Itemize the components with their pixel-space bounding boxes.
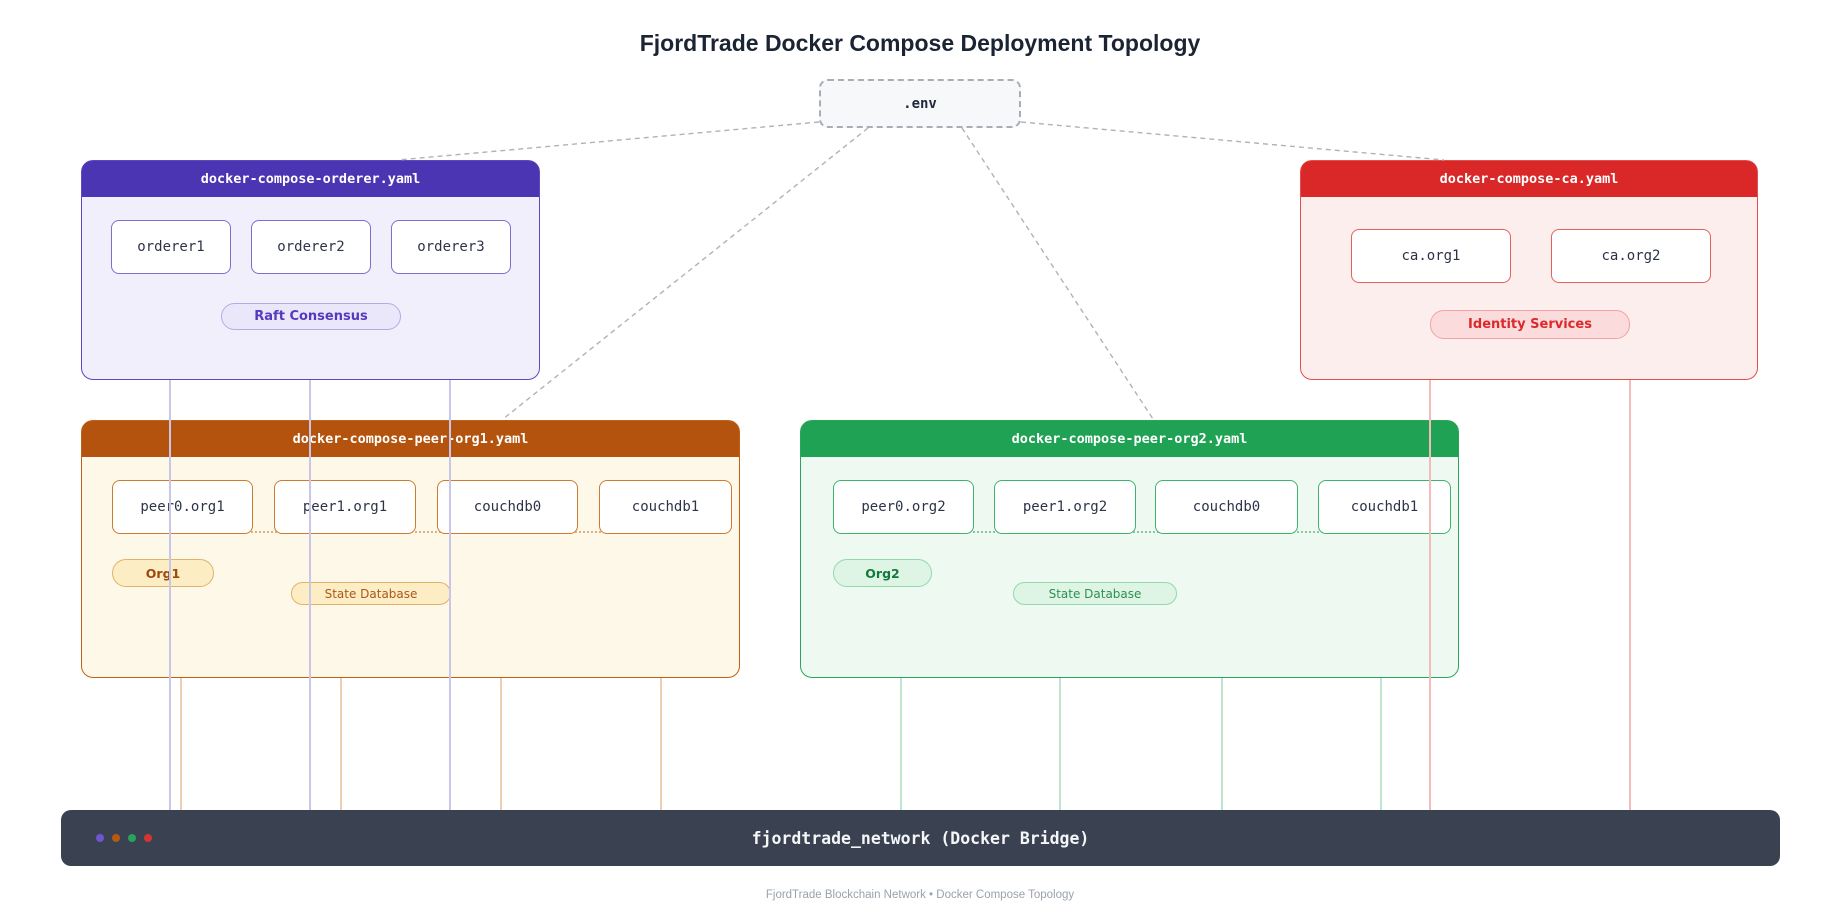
compose-header-ca: docker-compose-ca.yaml: [1301, 161, 1757, 197]
service-node-couchdb1-org2: couchdb1: [1318, 480, 1451, 534]
service-node-ca-org1: ca.org1: [1351, 229, 1511, 283]
network-dot: [144, 834, 152, 842]
network-dot: [128, 834, 136, 842]
docker-network-bar: fjordtrade_network (Docker Bridge): [61, 810, 1780, 866]
service-node-ca-org2: ca.org2: [1551, 229, 1711, 283]
compose-header-peer-org2: docker-compose-peer-org2.yaml: [801, 421, 1458, 457]
badge-state-database-org2: State Database: [1013, 582, 1177, 605]
service-node-couchdb0-org1: couchdb0: [437, 480, 578, 534]
peer-couchdb-link-org1: [182, 531, 665, 533]
compose-box-ca: docker-compose-ca.yaml ca.org1 ca.org2 I…: [1300, 160, 1758, 380]
network-label: fjordtrade_network (Docker Bridge): [751, 828, 1090, 848]
page-title: FjordTrade Docker Compose Deployment Top…: [639, 30, 1201, 56]
network-dots: [96, 834, 152, 842]
network-dot: [96, 834, 104, 842]
badge-identity-services: Identity Services: [1430, 310, 1630, 339]
env-edge-orderer: [397, 121, 820, 161]
footer-caption: FjordTrade Blockchain Network • Docker C…: [765, 889, 1075, 901]
env-file-node: .env: [819, 79, 1021, 128]
compose-box-peer-org1: docker-compose-peer-org1.yaml peer0.org1…: [81, 420, 740, 678]
env-edge-ca: [1020, 121, 1445, 161]
badge-org1: Org1: [112, 559, 214, 587]
service-node-peer1-org2: peer1.org2: [994, 480, 1136, 534]
service-node-couchdb1-org1: couchdb1: [599, 480, 732, 534]
compose-box-peer-org2: docker-compose-peer-org2.yaml peer0.org2…: [800, 420, 1459, 678]
service-node-orderer3: orderer3: [391, 220, 511, 274]
env-file-label: .env: [903, 95, 937, 112]
badge-org2: Org2: [833, 559, 932, 587]
service-node-peer0-org2: peer0.org2: [833, 480, 974, 534]
compose-header-peer-org1: docker-compose-peer-org1.yaml: [82, 421, 739, 457]
network-dot: [112, 834, 120, 842]
peer-couchdb-link-org2: [902, 531, 1382, 533]
env-edge-peer-org2: [961, 127, 1154, 420]
env-edge-peer-org1: [502, 127, 869, 420]
badge-raft-consensus: Raft Consensus: [221, 303, 401, 330]
compose-box-orderer: docker-compose-orderer.yaml orderer1 ord…: [81, 160, 540, 380]
badge-state-database-org1: State Database: [291, 582, 451, 605]
service-node-orderer1: orderer1: [111, 220, 231, 274]
compose-header-orderer: docker-compose-orderer.yaml: [82, 161, 539, 197]
service-node-couchdb0-org2: couchdb0: [1155, 480, 1298, 534]
service-node-peer0-org1: peer0.org1: [112, 480, 253, 534]
service-node-orderer2: orderer2: [251, 220, 371, 274]
service-node-peer1-org1: peer1.org1: [274, 480, 416, 534]
